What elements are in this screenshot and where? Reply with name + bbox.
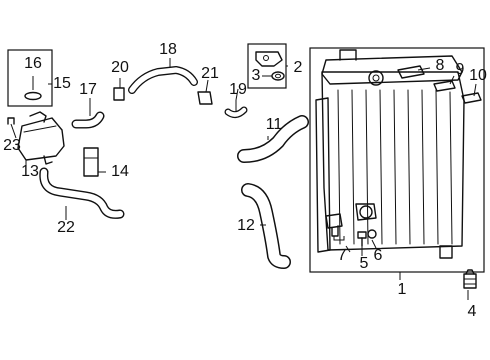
part-23-clip xyxy=(7,117,17,139)
radiator-filler-neck xyxy=(368,70,384,86)
radiator-fins xyxy=(337,89,453,245)
part-16-cap-seal xyxy=(24,76,42,101)
callout-1: 1 xyxy=(398,281,407,298)
callout-9: 9 xyxy=(456,61,465,78)
radiator-frame xyxy=(309,47,485,273)
part-19-hose xyxy=(224,100,248,119)
part-3-grommet xyxy=(262,71,285,81)
callout-19: 19 xyxy=(229,81,247,98)
part-22-hose xyxy=(39,167,125,219)
radiator-top-tank xyxy=(321,55,463,85)
part-17-hose xyxy=(71,111,105,129)
callout-4: 4 xyxy=(468,303,477,320)
radiator-filler-neck-inner xyxy=(372,74,380,82)
callout-16: 16 xyxy=(24,55,42,72)
radiator-lower-outlet-port xyxy=(359,205,373,219)
callout-8: 8 xyxy=(436,57,445,74)
part-12-lower-hose xyxy=(241,183,291,269)
callout-13: 13 xyxy=(21,163,39,180)
part-2-bracket xyxy=(255,51,283,67)
callout-6: 6 xyxy=(374,247,383,264)
part-11-upper-hose xyxy=(237,115,309,163)
part-13-reservoir-tank xyxy=(17,111,65,165)
part-14-bracket xyxy=(83,147,106,177)
callout-18: 18 xyxy=(159,41,177,58)
radiator-side-tank xyxy=(315,97,331,253)
callout-10: 10 xyxy=(469,67,487,84)
radiator-mount-tab xyxy=(439,245,453,259)
radiator-assembly-group xyxy=(309,47,485,273)
part-10-pad xyxy=(461,83,482,104)
callout-3: 3 xyxy=(252,67,261,84)
part-8-pad xyxy=(397,65,431,79)
part-7-drain-plug xyxy=(325,213,345,241)
callout-7: 7 xyxy=(338,247,347,264)
callout-17: 17 xyxy=(79,81,97,98)
part-18-hose xyxy=(128,66,198,94)
part-15-frame xyxy=(7,49,53,107)
callout-22: 22 xyxy=(57,219,75,236)
callout-5: 5 xyxy=(360,255,369,272)
radiator-upper-outlet xyxy=(339,49,357,61)
callout-23: 23 xyxy=(3,137,21,154)
callout-15: 15 xyxy=(53,75,71,92)
part-21-clip xyxy=(197,79,213,105)
part-20-clip xyxy=(113,78,125,101)
callout-21: 21 xyxy=(201,65,219,82)
callout-2: 2 xyxy=(294,59,303,76)
part-4-mount-cushion xyxy=(463,269,477,289)
callout-12: 12 xyxy=(237,217,255,234)
radiator-core xyxy=(321,71,465,251)
part-5-bolt xyxy=(357,231,367,247)
radiator-lower-outlet xyxy=(355,203,377,221)
part-9-pad xyxy=(433,75,456,92)
callout-11: 11 xyxy=(266,116,283,133)
callout-14: 14 xyxy=(111,163,129,180)
part-6-o-ring xyxy=(367,229,377,239)
callout-20: 20 xyxy=(111,59,129,76)
callout-labels: 1 2 3 4 5 6 7 8 9 10 11 12 13 14 15 16 1… xyxy=(3,41,487,320)
leader-lines xyxy=(25,58,469,300)
